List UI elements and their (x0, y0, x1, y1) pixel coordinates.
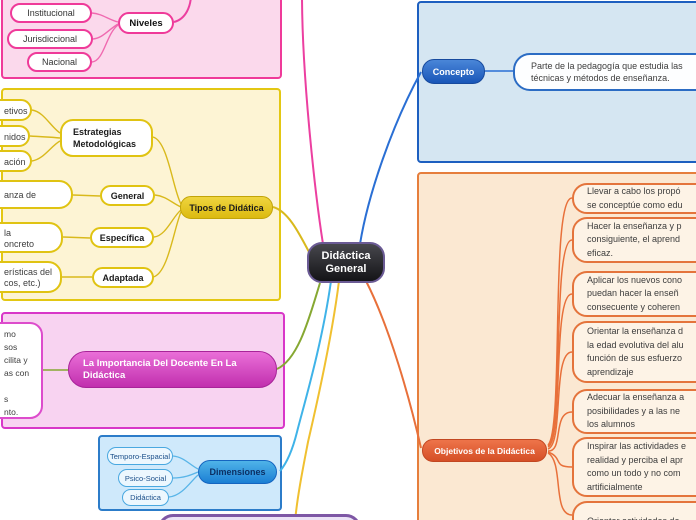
node-objetivo-4[interactable]: Orientar la enseñanza d la edad evolutiv… (572, 321, 696, 383)
node-label: la oncreto (4, 228, 35, 249)
node-nacional[interactable]: Nacional (27, 52, 92, 72)
node-estrategias-metodologicas[interactable]: Estrategias Metodológicas (60, 119, 153, 157)
node-label: Hacer la enseñanza y p consiguiente, el … (587, 220, 682, 258)
node-label: Estrategias Metodológicas (73, 127, 137, 149)
node-importancia-docente[interactable]: La Importancia Del Docente En La Didácti… (68, 351, 277, 388)
node-objetivo-3[interactable]: Aplicar los nuevos cono puedan hacer la … (572, 271, 696, 317)
node-label: Objetivos de la Didáctica (434, 445, 535, 456)
node-label: Didáctica (130, 493, 161, 502)
branch-objetivos-line (365, 280, 422, 449)
node-concepto[interactable]: Concepto (422, 59, 485, 84)
node-objetivo-7[interactable]: Orientar actividades de (572, 501, 696, 520)
node-temporo-espacial[interactable]: Temporo-Espacial (107, 447, 173, 465)
node-institucional[interactable]: Institucional (10, 3, 92, 23)
node-label: ación (4, 157, 26, 167)
node-fragment-general-desc[interactable]: anza de (0, 180, 73, 209)
node-label: Específica (99, 232, 145, 243)
node-fragment-objetivos[interactable]: etivos (0, 99, 32, 121)
branch-bottom-line (294, 280, 340, 520)
node-fragment-docente-desc[interactable]: mo sos cilita y as con s nto. (0, 322, 43, 419)
node-label: Didáctica General (321, 249, 371, 275)
node-label: Niveles (129, 17, 163, 29)
node-label: erísticas del cos, etc.) (4, 267, 53, 288)
node-didactica-general-root[interactable]: Didáctica General (307, 242, 385, 283)
node-label: Aplicar los nuevos cono puedan hacer la … (587, 274, 683, 312)
node-label: Dimensiones (209, 467, 266, 477)
node-dimensiones[interactable]: Dimensiones (198, 460, 277, 484)
branch-concepto-line (359, 71, 422, 245)
node-label: Orientar la enseñanza d la edad evolutiv… (587, 326, 684, 377)
node-fragment-evaluacion[interactable]: ación (0, 150, 32, 172)
node-general[interactable]: General (100, 185, 155, 206)
node-label: nidos (4, 132, 26, 142)
node-label: Jurisdiccional (22, 34, 78, 44)
node-objetivos-didactica[interactable]: Objetivos de la Didáctica (422, 439, 547, 462)
node-label: Llevar a cabo los propó se conceptúe com… (587, 186, 683, 210)
node-label: etivos (4, 106, 28, 116)
node-label: anza de (4, 190, 37, 200)
node-objetivo-2[interactable]: Hacer la enseñanza y p consiguiente, el … (572, 217, 696, 263)
node-psico-social[interactable]: Psico-Social (118, 469, 173, 487)
node-concepto-definition[interactable]: Parte de la pedagogía que estudia las té… (513, 53, 696, 91)
node-label: Orientar actividades de (587, 515, 680, 520)
node-label: Concepto (432, 66, 475, 77)
branch-niveles-line (301, 0, 324, 245)
node-label: Nacional (41, 57, 78, 67)
node-fragment-especifica-desc[interactable]: la oncreto (0, 222, 63, 253)
node-label: mo sos cilita y as con s nto. (4, 329, 30, 417)
node-niveles[interactable]: Niveles (118, 12, 174, 34)
node-tipos-de-didatica[interactable]: Tipos de Didática (180, 196, 273, 219)
node-adaptada[interactable]: Adaptada (92, 267, 154, 288)
node-label: Parte de la pedagogía que estudia las té… (531, 61, 683, 83)
node-label: Adecuar la enseñanza a posibilidades y a… (587, 392, 685, 430)
node-label: Temporo-Espacial (109, 451, 171, 461)
node-label: Inspirar las actividades e realidad y pe… (587, 441, 687, 492)
node-label: General (110, 190, 145, 201)
node-fragment-adaptada-desc[interactable]: erísticas del cos, etc.) (0, 261, 62, 293)
node-objetivo-6[interactable]: Inspirar las actividades e realidad y pe… (572, 437, 696, 497)
node-label: Institucional (27, 8, 75, 18)
node-label: Tipos de Didática (189, 202, 264, 213)
node-objetivo-1[interactable]: Llevar a cabo los propó se conceptúe com… (572, 183, 696, 214)
node-label: La Importancia Del Docente En La Didácti… (83, 357, 237, 381)
node-jurisdiccional[interactable]: Jurisdiccional (7, 29, 93, 49)
node-label: Adaptada (102, 272, 144, 283)
node-clipped-purple-bottom[interactable] (158, 514, 361, 520)
node-label: Psico-Social (124, 473, 167, 483)
node-fragment-contenidos[interactable]: nidos (0, 125, 30, 147)
node-especifica[interactable]: Específica (90, 227, 154, 248)
branch-dimensiones-line (279, 280, 332, 472)
node-didactica-dimension[interactable]: Didáctica (122, 489, 169, 506)
node-objetivo-5[interactable]: Adecuar la enseñanza a posibilidades y a… (572, 389, 696, 434)
